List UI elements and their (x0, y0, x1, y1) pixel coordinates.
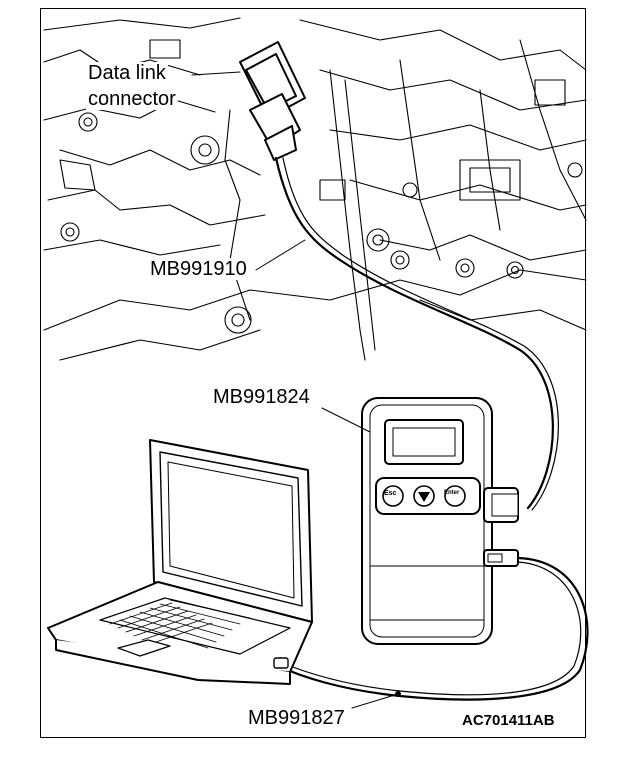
mb991827-label: MB991827 (246, 707, 347, 729)
engine-bay-background (43, 17, 587, 361)
mb991910-label: MB991910 (148, 258, 249, 280)
esc-button-shape (382, 485, 404, 507)
leader-mb991824 (321, 407, 371, 433)
data-link-connector-plug (239, 41, 306, 161)
esc-button-caption: Esc (384, 490, 397, 497)
leader-mb991910 (255, 239, 306, 271)
enter-button-shape (444, 485, 466, 507)
mb991824-device (361, 397, 519, 645)
leader-mb991827 (351, 693, 399, 709)
mb991824-label: MB991824 (211, 386, 312, 408)
figure-frame (40, 8, 586, 738)
data-link-connector-label-line1: Data link (86, 62, 168, 84)
leader-data-link (191, 71, 241, 76)
data-link-connector-label-line2: connector (86, 88, 178, 110)
laptop (47, 439, 313, 685)
mb991827-cable (276, 556, 589, 701)
mb991910-cable (274, 156, 554, 510)
enter-button-caption: Enter (444, 490, 460, 496)
figure-code: AC701411AB (462, 712, 555, 729)
